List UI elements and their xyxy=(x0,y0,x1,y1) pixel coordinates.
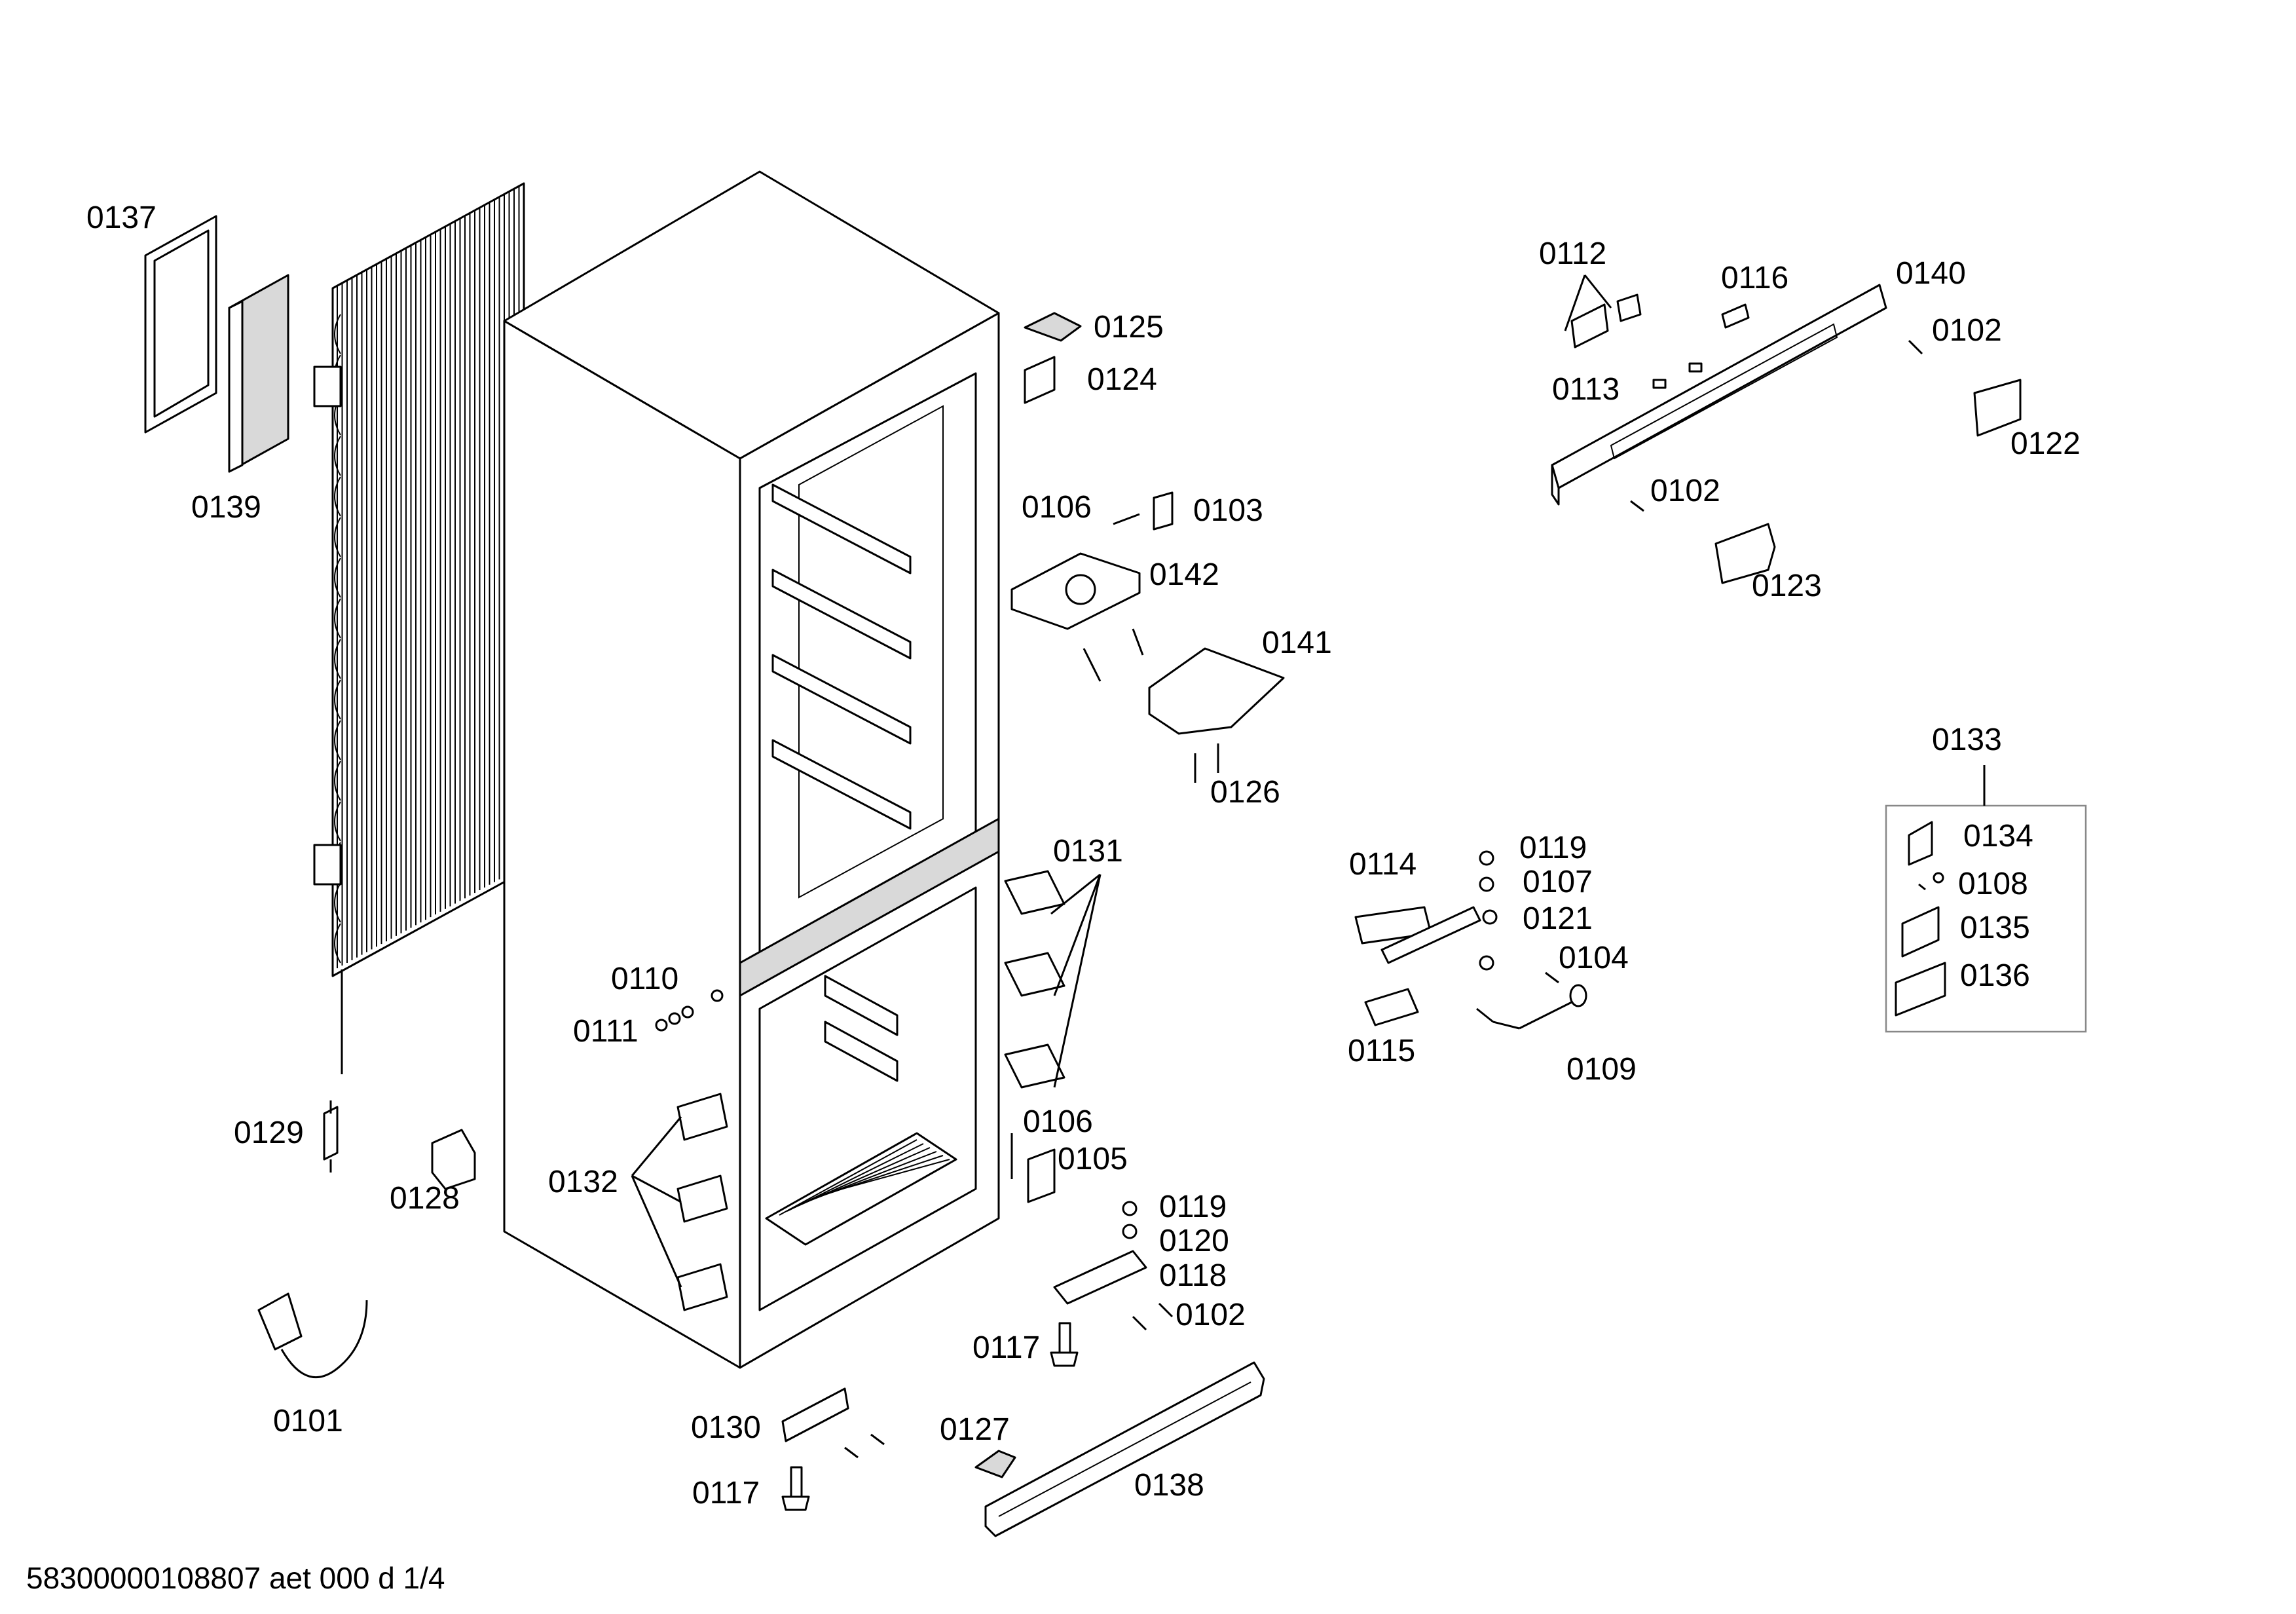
label-0105: 0105 xyxy=(1058,1142,1128,1176)
part-0128 xyxy=(431,1129,476,1190)
screws-0102c xyxy=(1132,1302,1174,1331)
screws-0142 xyxy=(1083,628,1144,682)
label-0123: 0123 xyxy=(1752,569,1822,603)
label-0108: 0108 xyxy=(1958,867,2028,901)
condenser-coil xyxy=(313,182,525,1074)
label-0112: 0112 xyxy=(1539,236,1606,271)
callout-labels: 0137 0139 0129 0128 0101 0125 0124 0106 … xyxy=(86,200,2081,1511)
screws-0126 xyxy=(1194,743,1219,783)
label-0117-left: 0117 xyxy=(692,1476,760,1511)
label-0102-top: 0102 xyxy=(1932,313,2002,348)
cap-0125 xyxy=(1024,312,1082,342)
leader-0109a xyxy=(1492,1021,1520,1030)
label-0111: 0111 xyxy=(573,1014,639,1049)
feet-0117 xyxy=(781,1322,1079,1511)
label-0122: 0122 xyxy=(2010,426,2081,461)
label-0110: 0110 xyxy=(611,962,678,996)
lower-hinge-0118 xyxy=(1053,1201,1147,1305)
kit-parts xyxy=(1895,821,1946,1017)
label-0114: 0114 xyxy=(1349,847,1416,882)
leader-0112 xyxy=(1564,274,1586,331)
grille-edge xyxy=(998,1381,1251,1517)
thermostat-knob xyxy=(1065,574,1096,605)
label-0115: 0115 xyxy=(1348,1034,1415,1068)
power-cord-0101 xyxy=(257,1292,368,1379)
label-0104: 0104 xyxy=(1559,941,1629,975)
label-0140: 0140 xyxy=(1896,256,1966,291)
label-0120: 0120 xyxy=(1159,1224,1229,1258)
parts-0112-0116-0113 xyxy=(1570,293,1750,389)
label-0129: 0129 xyxy=(234,1116,304,1150)
leaders-0132 xyxy=(631,1116,682,1288)
label-0126: 0126 xyxy=(1210,775,1280,810)
leaders-0131 xyxy=(1050,873,1102,1088)
lamp-housing-0141 xyxy=(1148,647,1285,735)
label-0142: 0142 xyxy=(1149,557,1219,592)
leader-0112b xyxy=(1583,274,1612,309)
label-0117-right: 0117 xyxy=(972,1330,1040,1365)
label-0125: 0125 xyxy=(1094,310,1164,345)
label-0101: 0101 xyxy=(273,1404,343,1438)
label-0128: 0128 xyxy=(390,1181,460,1216)
pin-0106 xyxy=(1113,513,1140,525)
hinge-group-0114 xyxy=(1354,850,1498,1026)
label-0118: 0118 xyxy=(1159,1258,1227,1293)
label-0135: 0135 xyxy=(1960,910,2030,945)
part-0105 xyxy=(1027,1148,1056,1203)
screws-0130 xyxy=(844,1433,885,1459)
label-0102-bottom: 0102 xyxy=(1176,1298,1246,1332)
label-0106-top: 0106 xyxy=(1022,490,1092,525)
screws-0104-0109 xyxy=(1476,971,1559,1023)
electronics-board xyxy=(228,274,289,473)
label-0138: 0138 xyxy=(1134,1468,1204,1503)
document-footer: 58300000108807 aet 000 d 1/4 xyxy=(26,1561,445,1595)
label-0136: 0136 xyxy=(1960,958,2030,993)
label-0133: 0133 xyxy=(1932,723,2002,757)
label-0127: 0127 xyxy=(940,1412,1010,1447)
door-rail-0140 xyxy=(1551,284,1887,506)
bracket-0124 xyxy=(1024,356,1056,404)
label-0103: 0103 xyxy=(1193,493,1263,528)
label-0119-top: 0119 xyxy=(1519,831,1587,865)
screws-0102ab xyxy=(1630,339,1923,512)
label-0131: 0131 xyxy=(1053,834,1123,869)
label-0134: 0134 xyxy=(1963,819,2033,854)
bracket-0122 xyxy=(1973,379,2022,437)
kit-box-0133 xyxy=(1885,804,2087,1033)
control-panel-cover xyxy=(144,215,217,434)
label-0102-mid: 0102 xyxy=(1650,474,1720,508)
covers-0132 xyxy=(676,1093,728,1311)
clip-0103 xyxy=(1153,491,1174,531)
label-0106-bottom: 0106 xyxy=(1023,1104,1093,1139)
label-0132: 0132 xyxy=(548,1165,618,1199)
label-0113: 0113 xyxy=(1552,372,1620,407)
part-0123 xyxy=(1714,523,1776,584)
cap-0109 xyxy=(1569,984,1587,1007)
small-screws-0110-0111 xyxy=(655,989,724,1032)
label-0121: 0121 xyxy=(1523,901,1593,936)
label-0124: 0124 xyxy=(1087,362,1157,397)
hinge-0130 xyxy=(781,1387,849,1442)
label-0116: 0116 xyxy=(1721,261,1788,295)
leader-0109b xyxy=(1519,1001,1572,1030)
label-0137: 0137 xyxy=(86,200,157,235)
label-0119-bottom: 0119 xyxy=(1159,1190,1227,1224)
label-0141: 0141 xyxy=(1262,626,1332,660)
blocks-0131 xyxy=(1004,870,1065,1089)
part-0127 xyxy=(974,1450,1016,1478)
part-0129 xyxy=(323,1100,339,1173)
label-0107: 0107 xyxy=(1523,865,1593,899)
label-0130: 0130 xyxy=(691,1410,761,1445)
label-0109: 0109 xyxy=(1566,1052,1637,1087)
label-0139: 0139 xyxy=(191,490,261,525)
